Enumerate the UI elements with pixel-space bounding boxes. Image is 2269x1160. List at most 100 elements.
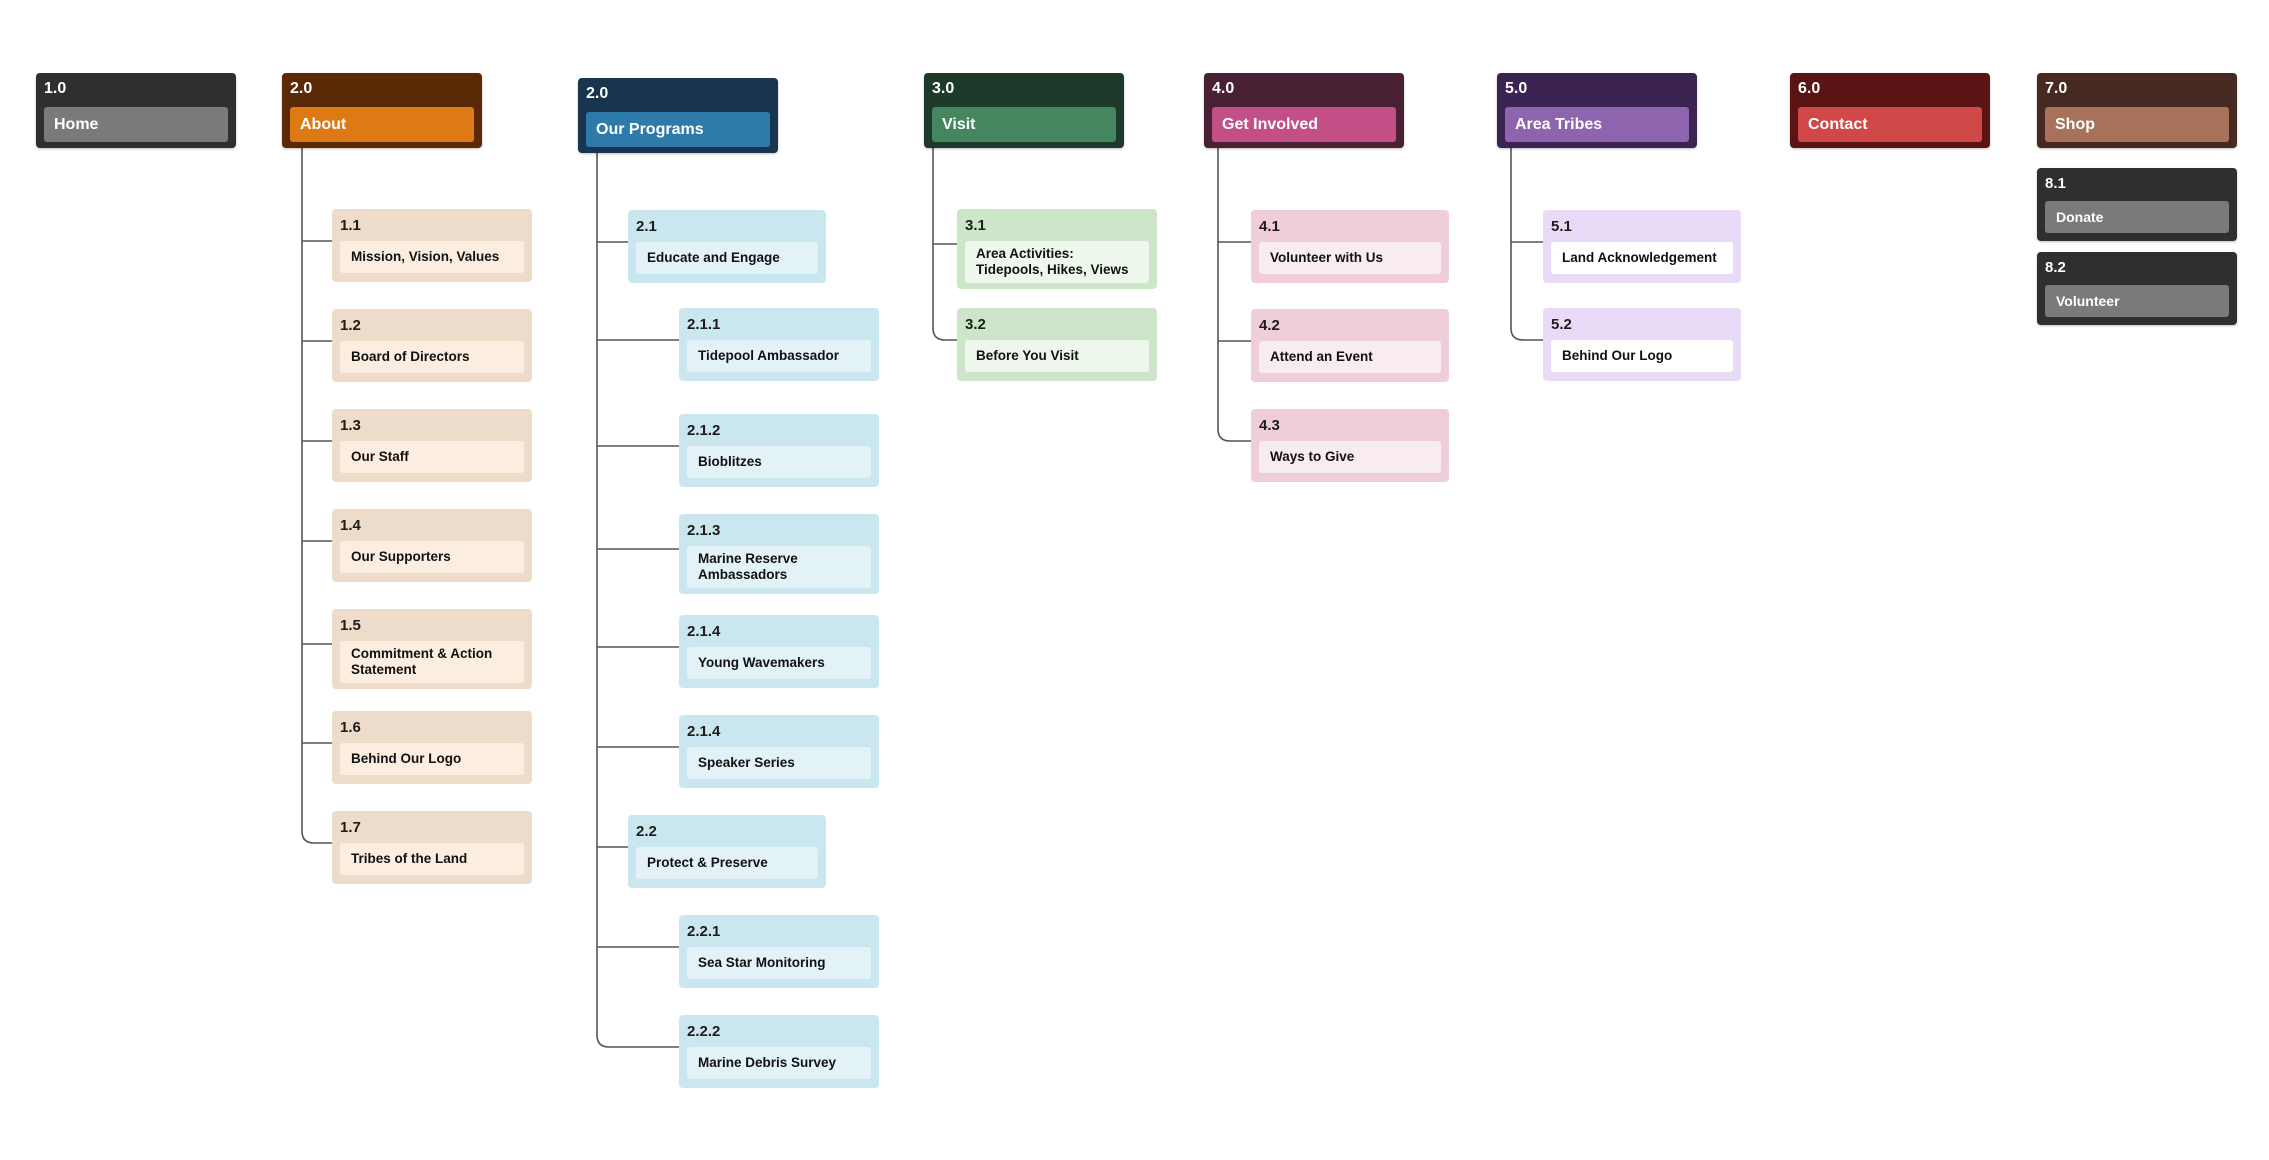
page-about-6-number: 1.6	[340, 719, 361, 736]
section-about-label[interactable]: About	[290, 107, 474, 142]
page-about-2-label[interactable]: Board of Directors	[340, 341, 524, 373]
page-involved-2-number: 4.2	[1259, 317, 1280, 334]
extra-2-label[interactable]: Volunteer	[2045, 285, 2229, 317]
page-tribes-1-number: 5.1	[1551, 218, 1572, 235]
page-involved-3-label[interactable]: Ways to Give	[1259, 441, 1441, 473]
page-tribes-2-number: 5.2	[1551, 316, 1572, 333]
page-about-1-label[interactable]: Mission, Vision, Values	[340, 241, 524, 273]
page-about-4-number: 1.4	[340, 517, 361, 534]
section-involved-label[interactable]: Get Involved	[1212, 107, 1396, 142]
page-about-3-label[interactable]: Our Staff	[340, 441, 524, 473]
page-about-5-label[interactable]: Commitment & Action Statement	[340, 641, 524, 683]
section-about-number: 2.0	[290, 80, 313, 97]
page-programs-6-number: 2.1.4	[687, 723, 721, 740]
page-programs-1-label[interactable]: Educate and Engage	[636, 242, 818, 274]
section-shop-number: 7.0	[2045, 80, 2068, 97]
page-involved-2-label[interactable]: Attend an Event	[1259, 341, 1441, 373]
section-shop-label[interactable]: Shop	[2045, 107, 2229, 142]
page-programs-4-number: 2.1.3	[687, 522, 721, 539]
extra-1-number: 8.1	[2045, 175, 2066, 192]
page-involved-1-number: 4.1	[1259, 218, 1280, 235]
page-programs-5-label[interactable]: Young Wavemakers	[687, 647, 871, 679]
page-programs-9-label[interactable]: Marine Debris Survey	[687, 1047, 871, 1079]
page-programs-8-number: 2.2.1	[687, 923, 721, 940]
page-visit-1-label[interactable]: Area Activities: Tidepools, Hikes, Views	[965, 241, 1149, 283]
section-visit-number: 3.0	[932, 80, 955, 97]
connector-tribes-2	[1510, 327, 1543, 341]
page-about-5-number: 1.5	[340, 617, 361, 634]
page-programs-7-label[interactable]: Protect & Preserve	[636, 847, 818, 879]
connector-about-7	[301, 830, 332, 844]
page-tribes-1-label[interactable]: Land Acknowledgement	[1551, 242, 1733, 274]
page-visit-2-number: 3.2	[965, 316, 986, 333]
extra-2-number: 8.2	[2045, 259, 2066, 276]
extra-1-label[interactable]: Donate	[2045, 201, 2229, 233]
section-tribes-number: 5.0	[1505, 80, 1528, 97]
page-programs-4-label[interactable]: Marine Reserve Ambassadors	[687, 546, 871, 588]
section-contact-label[interactable]: Contact	[1798, 107, 1982, 142]
section-home-label[interactable]: Home	[44, 107, 228, 142]
section-programs-label[interactable]: Our Programs	[586, 112, 770, 147]
page-programs-3-number: 2.1.2	[687, 422, 721, 439]
page-about-7-number: 1.7	[340, 819, 361, 836]
page-programs-2-label[interactable]: Tidepool Ambassador	[687, 340, 871, 372]
page-about-7-label[interactable]: Tribes of the Land	[340, 843, 524, 875]
page-about-4-label[interactable]: Our Supporters	[340, 541, 524, 573]
page-visit-1-number: 3.1	[965, 217, 986, 234]
page-programs-3-label[interactable]: Bioblitzes	[687, 446, 871, 478]
page-involved-3-number: 4.3	[1259, 417, 1280, 434]
page-programs-7-number: 2.2	[636, 823, 657, 840]
section-home-number: 1.0	[44, 80, 67, 97]
page-visit-2-label[interactable]: Before You Visit	[965, 340, 1149, 372]
section-tribes-label[interactable]: Area Tribes	[1505, 107, 1689, 142]
page-programs-2-number: 2.1.1	[687, 316, 721, 333]
section-visit-label[interactable]: Visit	[932, 107, 1116, 142]
page-about-2-number: 1.2	[340, 317, 361, 334]
page-tribes-2-label[interactable]: Behind Our Logo	[1551, 340, 1733, 372]
section-involved-number: 4.0	[1212, 80, 1235, 97]
page-programs-6-label[interactable]: Speaker Series	[687, 747, 871, 779]
page-programs-1-number: 2.1	[636, 218, 657, 235]
connector-visit-2	[932, 327, 957, 341]
page-programs-8-label[interactable]: Sea Star Monitoring	[687, 947, 871, 979]
connector-programs-9	[596, 1034, 679, 1048]
page-about-6-label[interactable]: Behind Our Logo	[340, 743, 524, 775]
page-involved-1-label[interactable]: Volunteer with Us	[1259, 242, 1441, 274]
page-programs-9-number: 2.2.2	[687, 1023, 721, 1040]
connector-involved-3	[1217, 428, 1251, 442]
